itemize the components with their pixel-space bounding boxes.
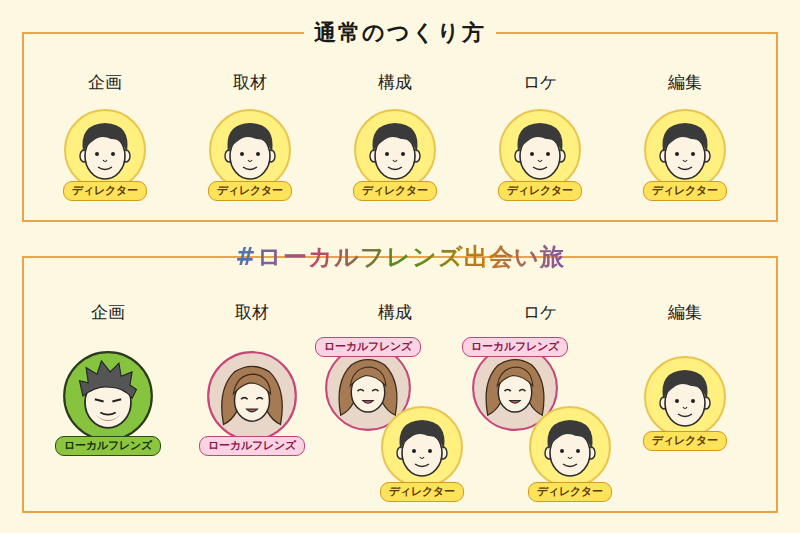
director-face — [210, 110, 290, 190]
section-title: #ローカルフレンズ出会い旅 — [225, 243, 574, 271]
step-heading: 構成 — [378, 301, 412, 323]
role-badge: ローカルフレンズ — [55, 436, 161, 456]
role-badge: ディレクター — [353, 181, 437, 201]
role-label: ディレクター — [217, 184, 283, 197]
director-face — [645, 357, 725, 437]
role-badge: ディレクター — [643, 431, 727, 451]
role-label: ディレクター — [537, 485, 603, 498]
role-badge: ディレクター — [528, 482, 612, 502]
role-badge: ローカルフレンズ — [315, 337, 421, 357]
role-label: ディレクター — [389, 485, 455, 498]
section-panel: 通常のつくり方ディレクターディレクターディレクターディレクターディレクター — [22, 32, 778, 222]
step-heading: 企画 — [91, 301, 125, 323]
role-label: ディレクター — [652, 184, 718, 197]
local-friend-face — [208, 352, 296, 440]
step-heading: 取材 — [235, 301, 269, 323]
director-face — [500, 110, 580, 190]
role-label: ディレクター — [72, 184, 138, 197]
role-label: ローカルフレンズ — [324, 340, 412, 353]
director-face — [355, 110, 435, 190]
step-heading: 企画 — [88, 71, 122, 93]
role-badge: ローカルフレンズ — [462, 337, 568, 357]
director-face — [530, 407, 610, 487]
role-label: ローカルフレンズ — [64, 439, 152, 452]
step-heading: 編集 — [668, 71, 702, 93]
section-title: 通常のつくり方 — [304, 19, 496, 47]
role-label: ディレクター — [507, 184, 573, 197]
step-heading: 構成 — [378, 71, 412, 93]
role-label: ディレクター — [362, 184, 428, 197]
role-badge: ディレクター — [498, 181, 582, 201]
role-badge: ディレクター — [643, 181, 727, 201]
step-heading: ロケ — [523, 301, 557, 323]
director-face — [382, 407, 462, 487]
role-badge: ディレクター — [63, 181, 147, 201]
local-friend-face — [64, 352, 152, 440]
director-face — [645, 110, 725, 190]
step-heading: 編集 — [668, 301, 702, 323]
role-label: ディレクター — [652, 434, 718, 447]
step-heading: 取材 — [233, 71, 267, 93]
role-badge: ディレクター — [380, 482, 464, 502]
section-panel: #ローカルフレンズ出会い旅ローカルフレンズローカルフレンズローカルフレンズディレ… — [22, 256, 778, 513]
role-label: ローカルフレンズ — [471, 340, 559, 353]
role-label: ローカルフレンズ — [208, 439, 296, 452]
director-face — [65, 110, 145, 190]
step-heading: ロケ — [523, 71, 557, 93]
role-badge: ディレクター — [208, 181, 292, 201]
role-badge: ローカルフレンズ — [199, 436, 305, 456]
